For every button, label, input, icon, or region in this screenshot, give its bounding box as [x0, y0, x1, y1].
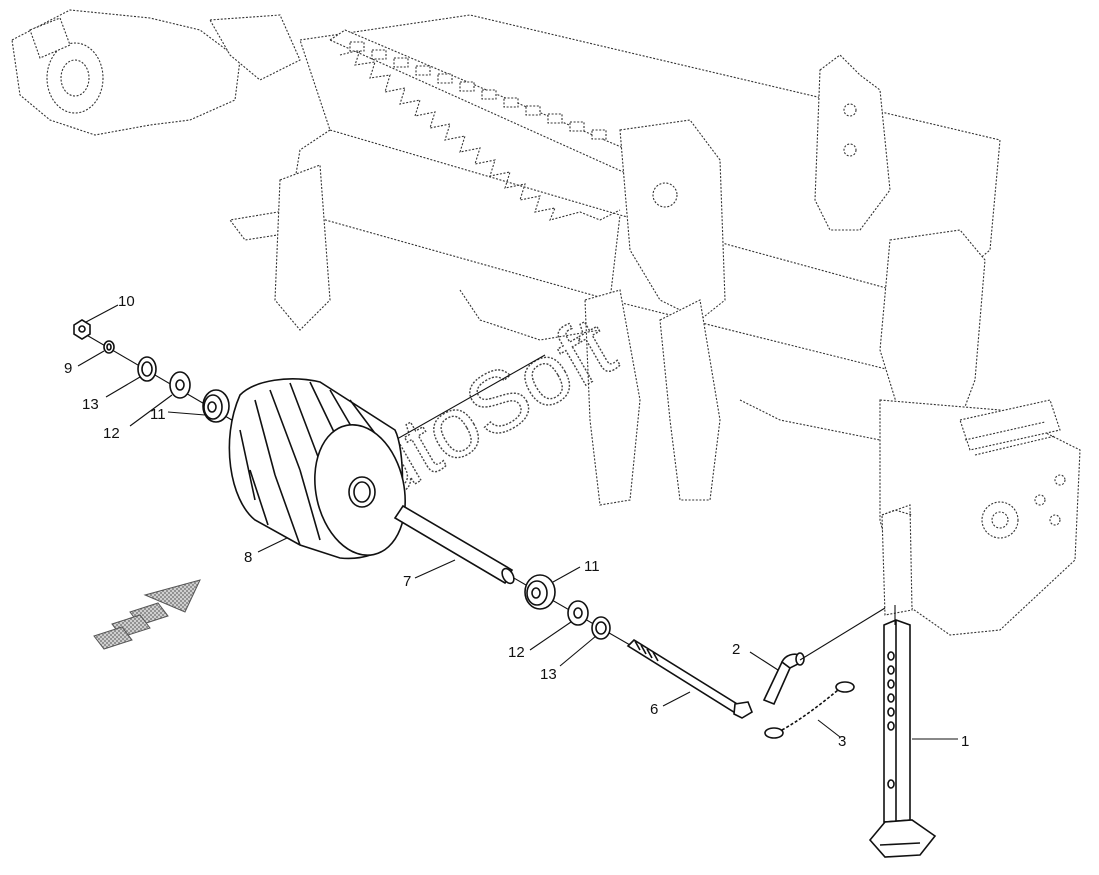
callout-11-right: 11: [584, 558, 600, 575]
callout-9: 9: [64, 360, 72, 377]
callout-11-left: 11: [150, 406, 166, 423]
callout-3: 3: [838, 733, 846, 750]
callout-6: 6: [650, 701, 658, 718]
axle-to-bolt-line: [499, 569, 631, 646]
callout-1: 1: [961, 733, 969, 750]
direction-arrow: [93, 579, 201, 650]
callout-8: 8: [244, 549, 252, 566]
washer-12-right: [567, 600, 589, 626]
nut-10: [73, 319, 91, 340]
tine-row: [349, 41, 607, 140]
callout-13-right: 13: [540, 666, 557, 683]
machine-frame: [11, 9, 1081, 636]
callout-12-left: 12: [103, 425, 120, 442]
seal-13-left: [137, 356, 157, 382]
gauge-wheel: [228, 378, 406, 560]
pin-2: [762, 652, 805, 706]
support-leg-1: [868, 619, 937, 858]
axle-tube: [393, 504, 515, 585]
bearing-11-right: [524, 574, 556, 610]
callout-2: 2: [732, 641, 740, 658]
callout-12-right: 12: [508, 644, 525, 661]
callout-10: 10: [118, 293, 135, 310]
callout-7: 7: [403, 573, 411, 590]
bolt-6: [626, 638, 753, 719]
washer-12-left: [169, 371, 191, 399]
callout-13-left: 13: [82, 396, 99, 413]
pin-to-frame-line: [799, 607, 886, 661]
bearing-11-left: [202, 389, 230, 423]
clip-3: [764, 681, 855, 739]
washer-9: [103, 340, 115, 354]
seal-13-right: [591, 616, 611, 640]
leader-lines: [77, 304, 958, 740]
